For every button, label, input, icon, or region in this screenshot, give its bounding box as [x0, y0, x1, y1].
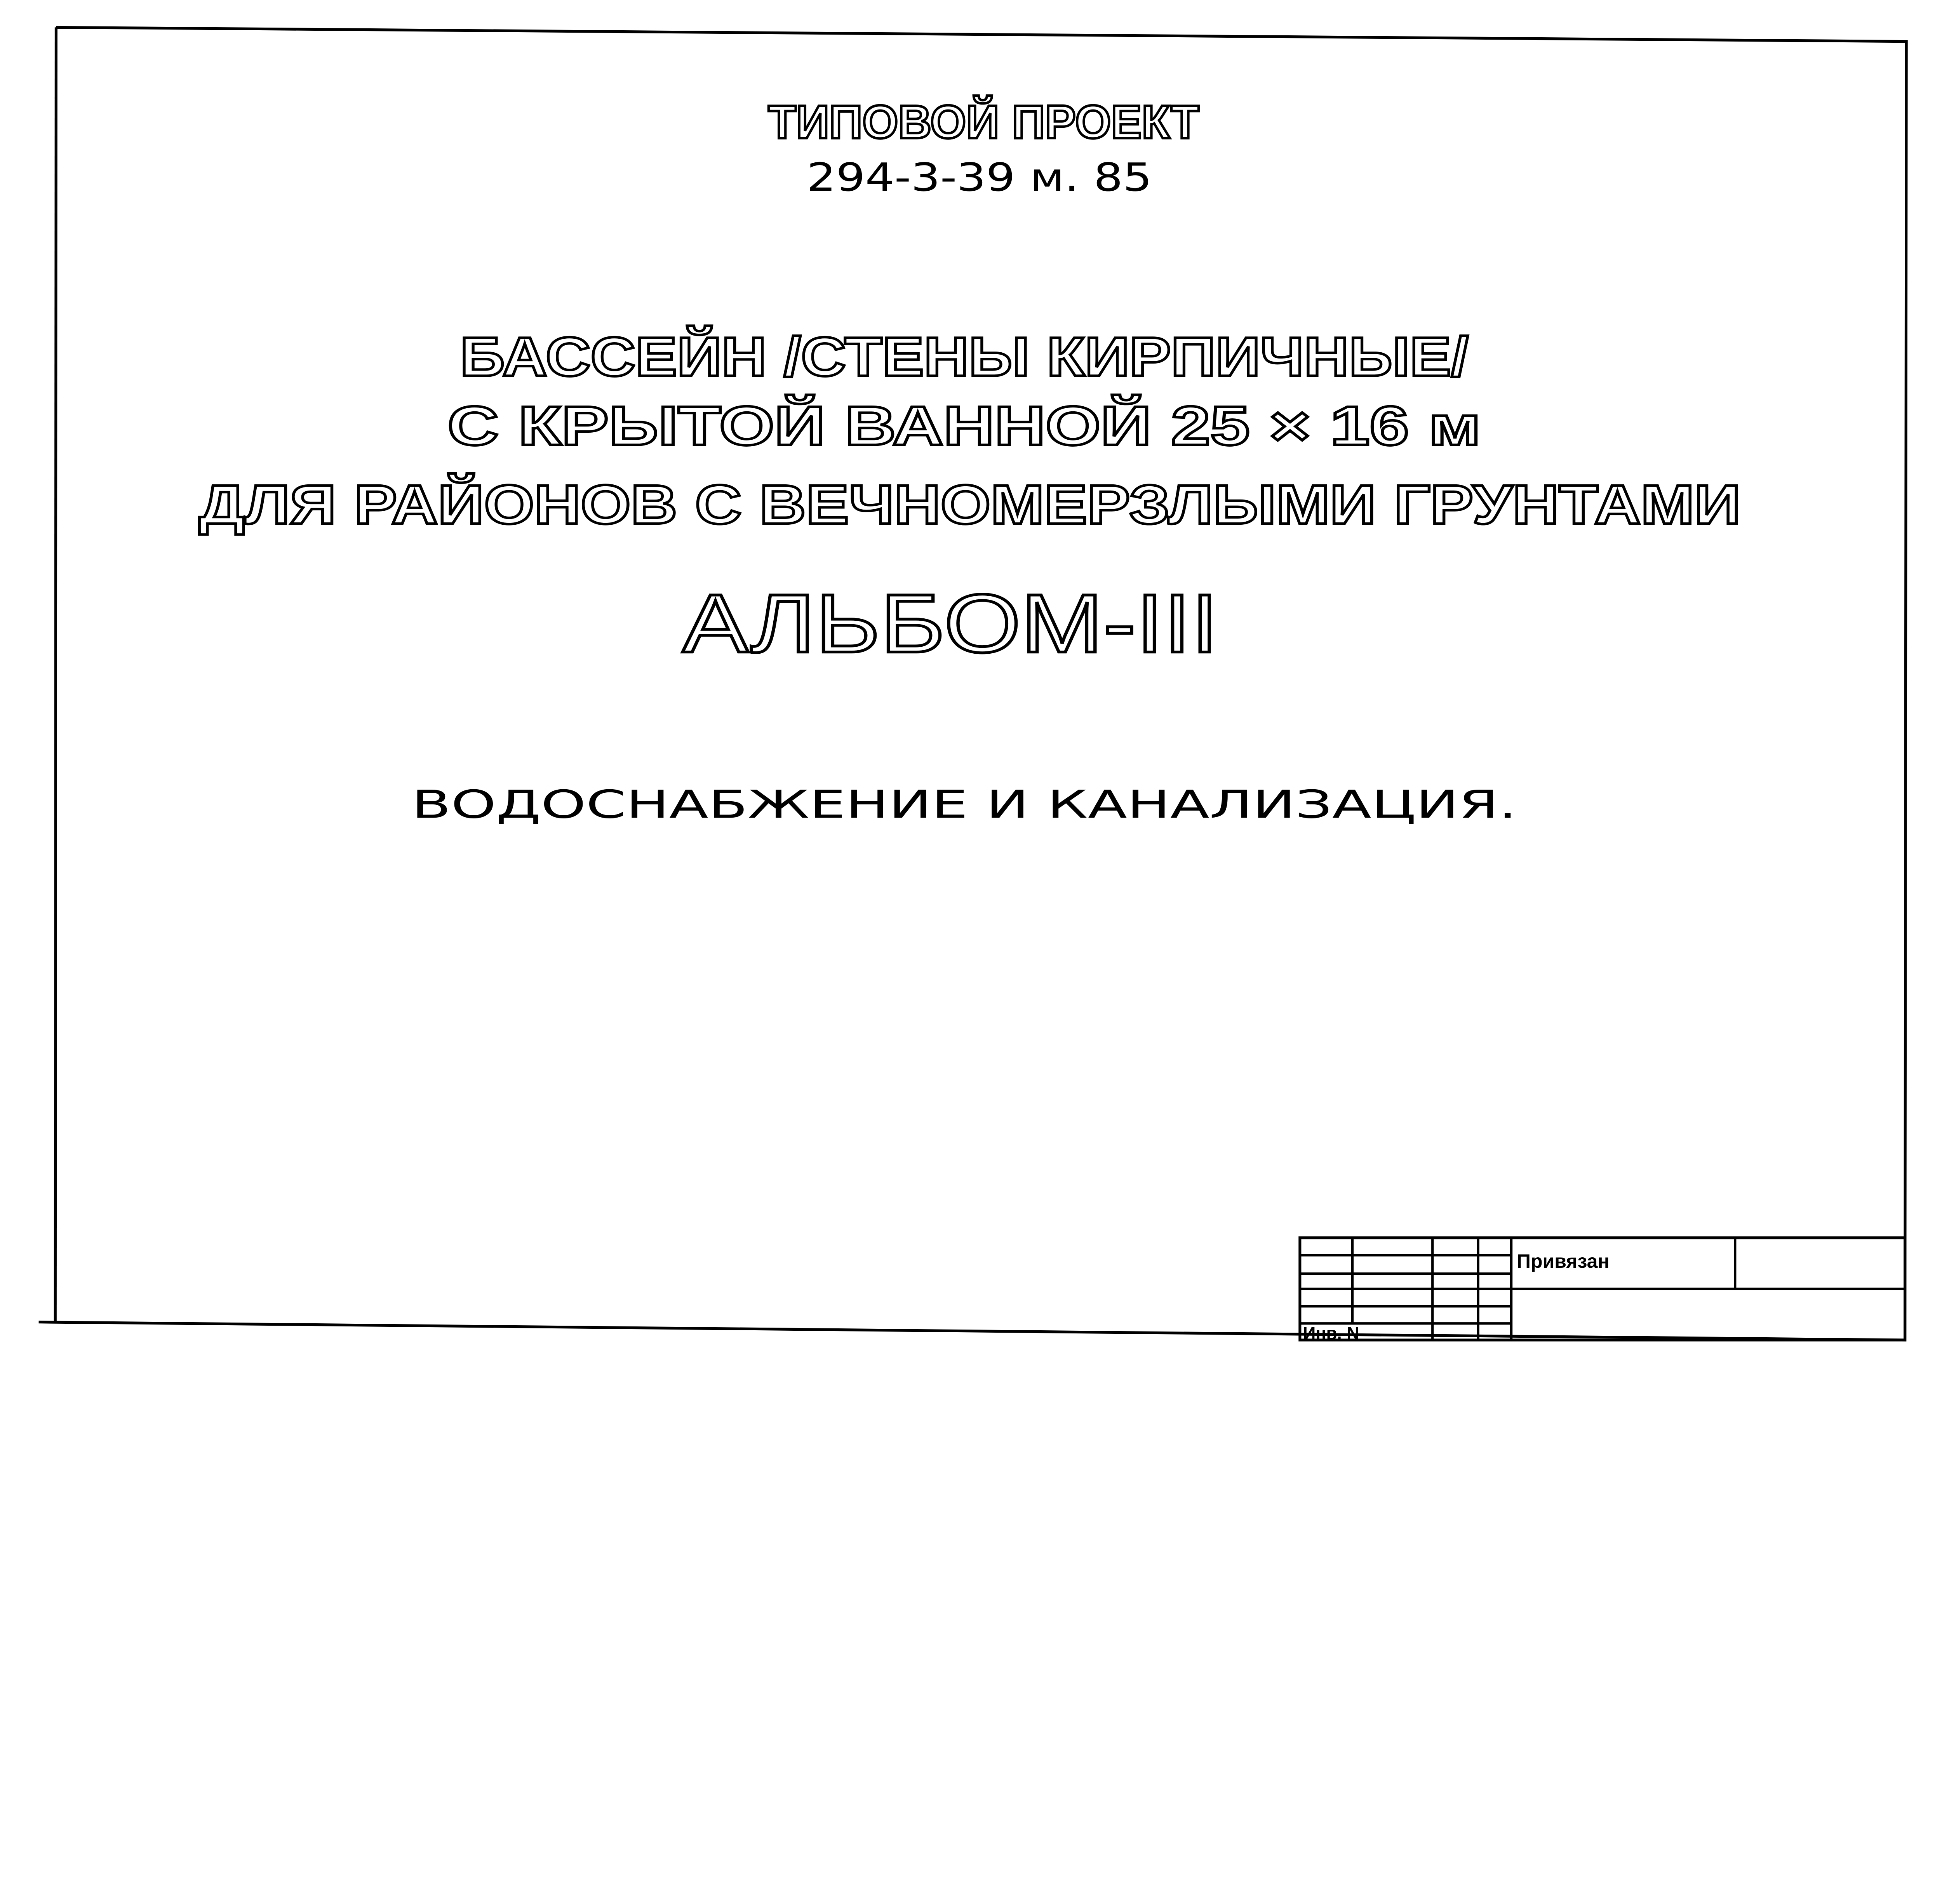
series-label: ТИПОВОЙ ПРОЕКТ: [768, 96, 1199, 148]
project-number: 294-3-39 м. 85: [807, 155, 1152, 200]
document-page: ТИПОВОЙ ПРОЕКТ 294-3-39 м. 85 БАССЕЙН /С…: [38, 26, 1908, 1344]
drawing-frame: [38, 26, 1908, 1342]
title-line-3: ДЛЯ РАЙОНОВ С ВЕЧНОМЕРЗЛЫМИ ГРУНТАМИ: [199, 473, 1740, 536]
title-line-1: БАССЕЙН /СТЕНЫ КИРПИЧНЫЕ/: [460, 325, 1468, 388]
frame-left-edge: [54, 27, 57, 1322]
drawing-sheet: ТИПОВОЙ ПРОЕКТ 294-3-39 м. 85 БАССЕЙН /С…: [38, 26, 1908, 1342]
bound-label: Привязан: [1517, 1250, 1610, 1272]
album-title: АЛЬБОМ-III: [682, 578, 1218, 670]
inventory-label: Инв. N: [1303, 1323, 1359, 1344]
section-title: ВОДОСНАБЖЕНИЕ И КАНАЛИЗАЦИЯ.: [412, 783, 1517, 827]
stamp-table: [1298, 1236, 1907, 1342]
title-line-2: С КРЫТОЙ ВАННОЙ 25 × 16 м: [447, 394, 1481, 457]
